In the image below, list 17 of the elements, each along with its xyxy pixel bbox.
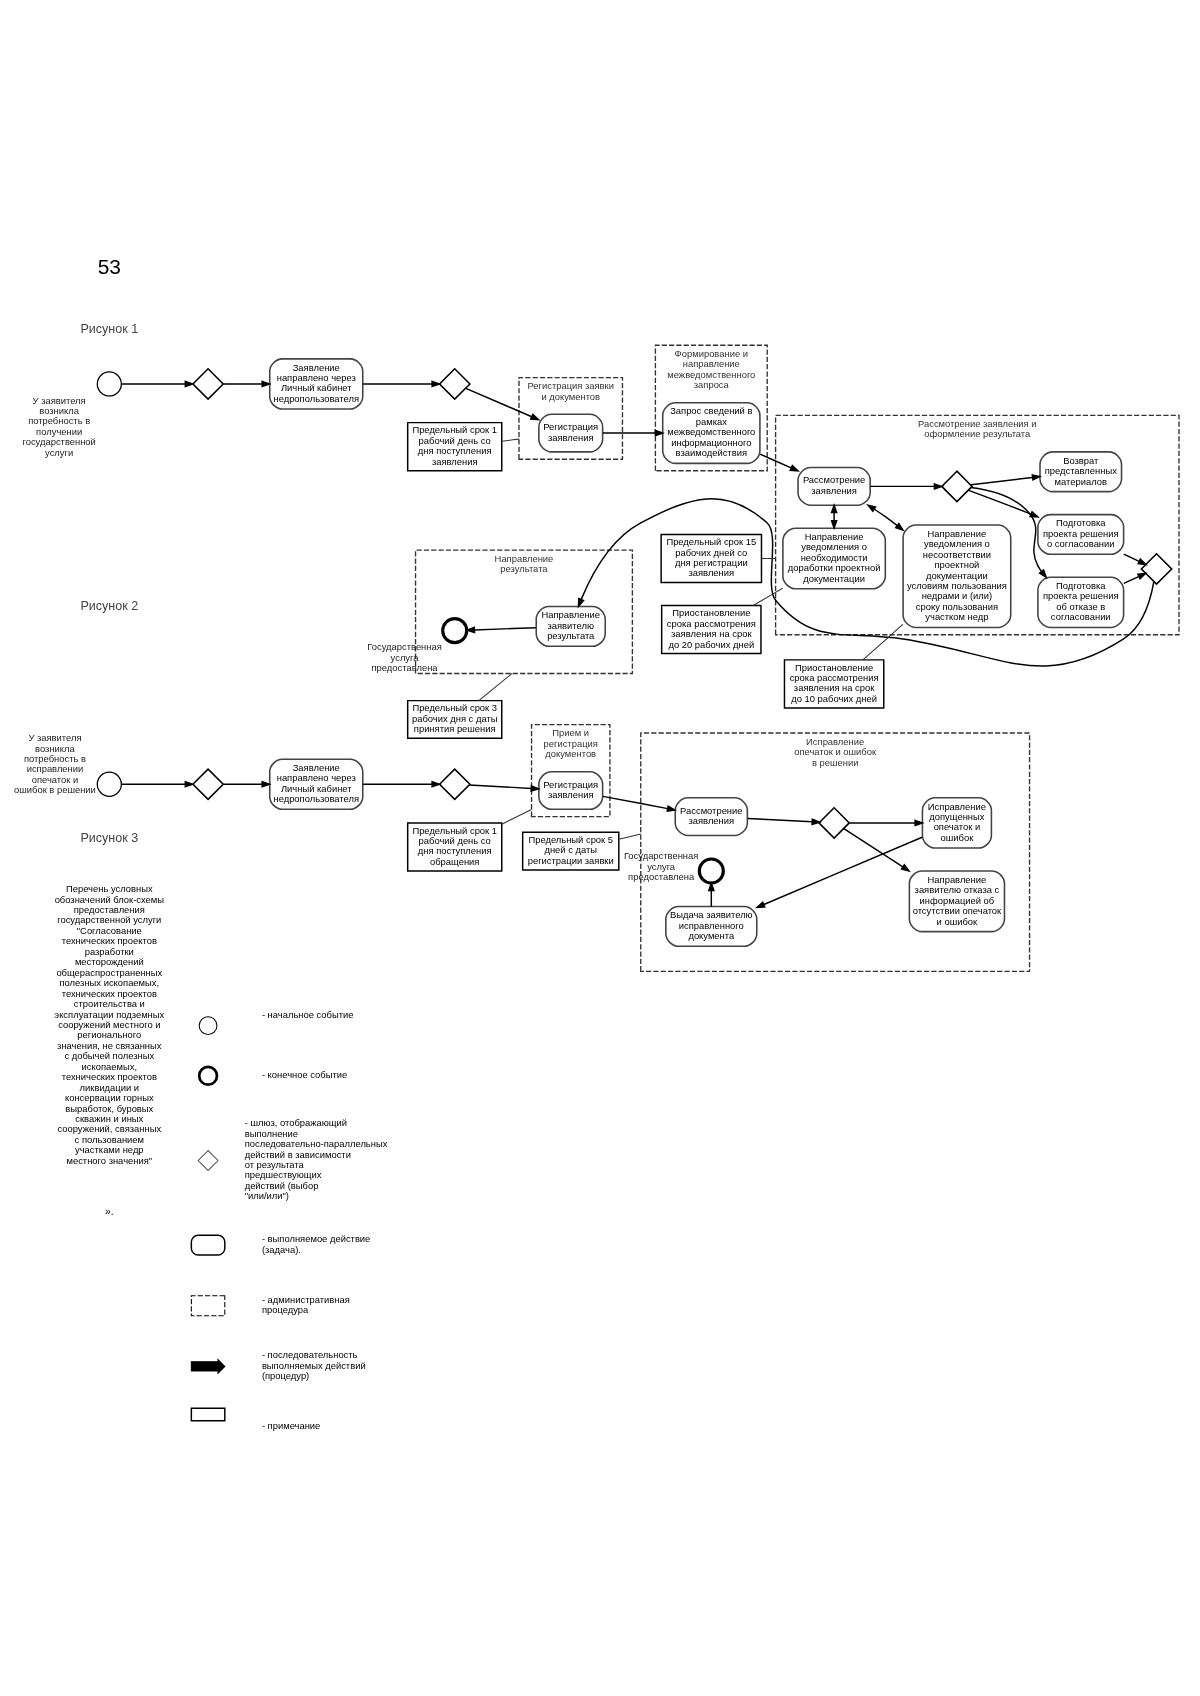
- label: 53: [97, 255, 121, 279]
- legend-label: - конечное событие: [261, 1069, 348, 1081]
- node-label: Государственная услуга предоставлена: [623, 850, 699, 883]
- legend-label: - последовательность выполняемых действий (процедур): [261, 1349, 366, 1382]
- label: Рисунок 2: [80, 598, 139, 613]
- label: Рисунок 3: [80, 830, 139, 845]
- legend-label: - примечание: [261, 1420, 321, 1432]
- label: Перечень условных обозначений блок-схемы предоставления государственной услуги "Согласование технических проектов разработки месторождений общераспространенных полезных ископаемых, технических проектов строительства и эксплуатации подземных сооружений местного и регионального значения, не связанных с добычей полезных ископаемых, технических проектов ликвидации и консервации горных выработок, буровых скважин и иных сооружений, связанных с пользованием участками недр местного значения": [54, 883, 165, 1166]
- node-label: Государственная услуга предоставлена: [367, 641, 442, 674]
- legend-label: - административная процедура: [261, 1293, 350, 1316]
- node-label: У заявителя возникла потребность в исправлении опечаток и ошибок в решении: [14, 732, 96, 796]
- legend-label: - выполняемое действие (задача).: [261, 1233, 371, 1255]
- label: ».: [104, 1206, 114, 1218]
- legend-label: - шлюз, отображающий выполнение последовательно-параллельных действий в зависимости от результата предшествующих действий (выбор "или/или"): [244, 1117, 388, 1202]
- node-label: У заявителя возникла потребность в получении государственной услуги: [22, 394, 96, 458]
- label: Рисунок 1: [80, 321, 139, 336]
- legend-label: - начальное событие: [261, 1008, 354, 1020]
